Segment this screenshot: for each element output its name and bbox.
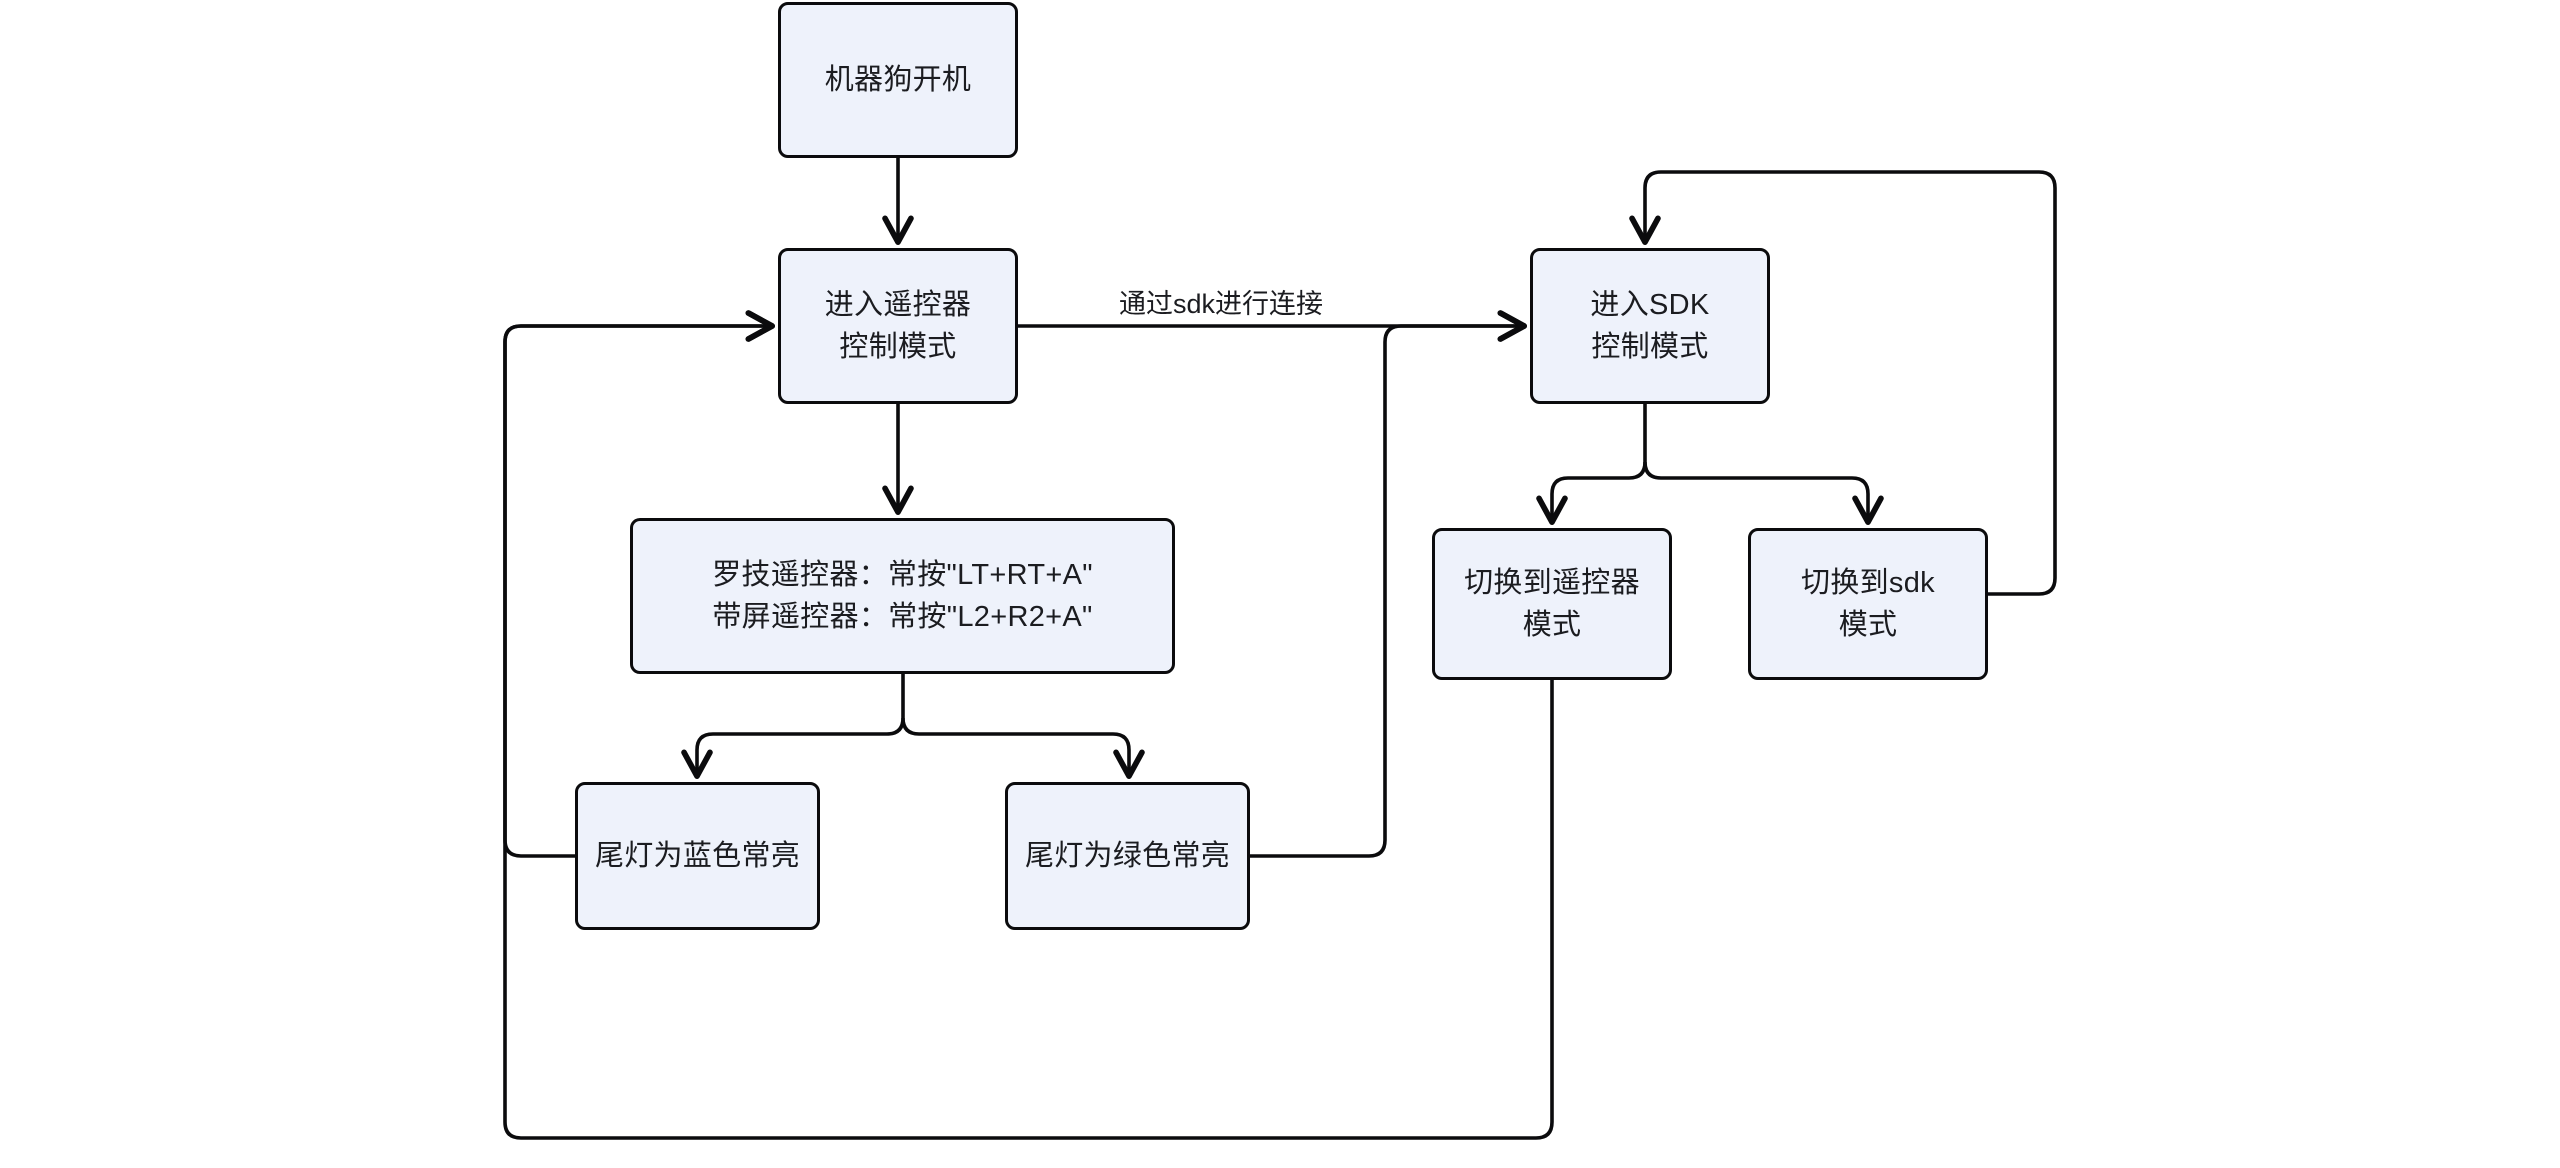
- node-tail-light-green-label: 尾灯为绿色常亮: [1024, 839, 1231, 872]
- edge-sdk-mode-to-switch-to-sdk: [1643, 461, 1884, 525]
- node-key-combo-label: 罗技遥控器：常按"LT+RT+A" 带屏遥控器：常按"L2+R2+A": [712, 558, 1093, 633]
- node-tail-light-green[interactable]: 尾灯为绿色常亮: [1005, 782, 1250, 930]
- edge-key-combo-to-tail-green: [901, 717, 1145, 779]
- node-key-combo[interactable]: 罗技遥控器：常按"LT+RT+A" 带屏遥控器：常按"L2+R2+A": [630, 518, 1175, 674]
- node-power-on[interactable]: 机器狗开机: [778, 2, 1018, 158]
- node-tail-light-blue[interactable]: 尾灯为蓝色常亮: [575, 782, 820, 930]
- edge-switch-to-sdk-to-sdk-mode: [1629, 170, 2057, 596]
- edge-sdk-mode-to-switch-to-remote: [1536, 461, 1647, 525]
- edge-label-via-sdk-connect: 通过sdk进行连接: [1113, 286, 1330, 323]
- node-switch-to-sdk-label: 切换到sdk 模式: [1801, 566, 1935, 641]
- node-switch-to-sdk[interactable]: 切换到sdk 模式: [1748, 528, 1988, 680]
- edge-switch-to-remote-to-remote-mode: [503, 310, 1554, 1140]
- node-switch-to-remote-label: 切换到遥控器 模式: [1464, 566, 1640, 641]
- node-remote-mode[interactable]: 进入遥控器 控制模式: [778, 248, 1018, 404]
- node-switch-to-remote[interactable]: 切换到遥控器 模式: [1432, 528, 1672, 680]
- node-sdk-mode[interactable]: 进入SDK 控制模式: [1530, 248, 1770, 404]
- node-power-on-label: 机器狗开机: [824, 63, 972, 96]
- node-remote-mode-label: 进入遥控器 控制模式: [824, 288, 972, 363]
- edge-key-combo-to-tail-blue: [681, 717, 905, 779]
- edge-tail-green-to-sdk-mode: [1250, 310, 1527, 858]
- node-tail-light-blue-label: 尾灯为蓝色常亮: [594, 839, 801, 872]
- node-sdk-mode-label: 进入SDK 控制模式: [1590, 288, 1710, 363]
